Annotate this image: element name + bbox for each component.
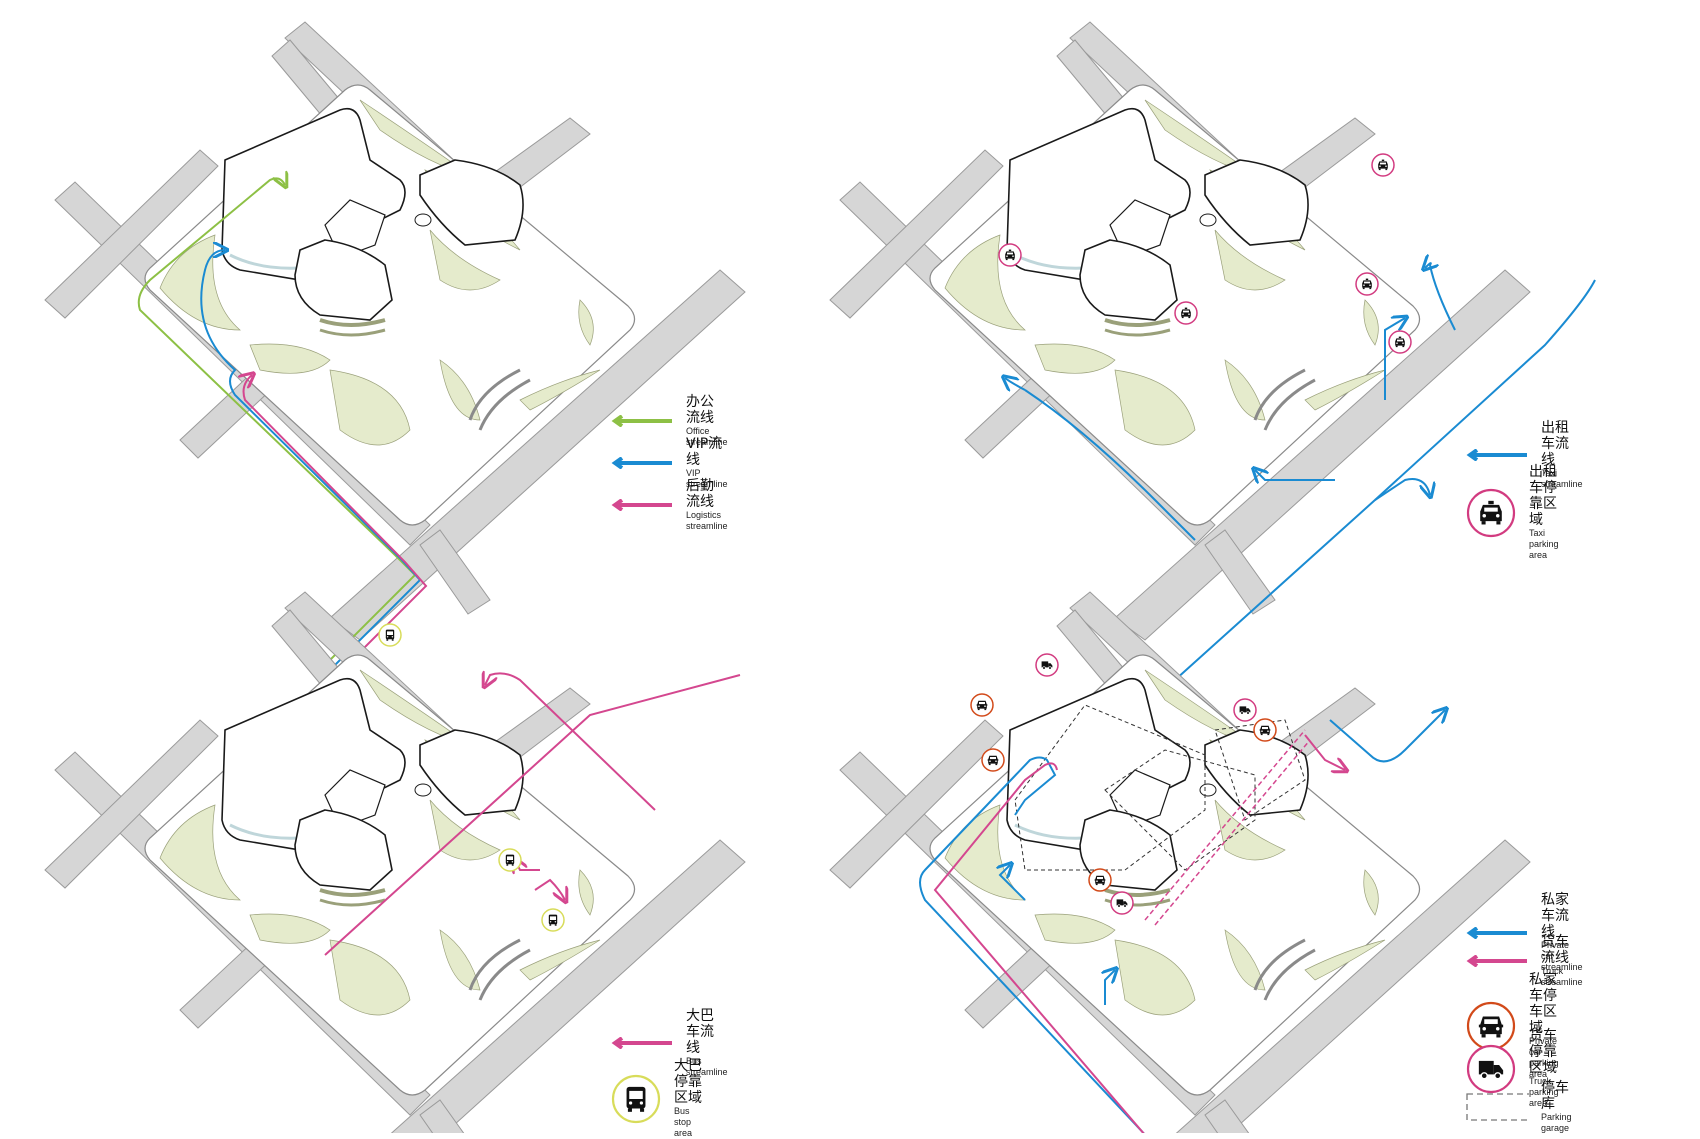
car-parking-marker (1253, 718, 1277, 742)
truck-icon (1466, 1044, 1516, 1093)
truck-parking-marker (1233, 698, 1257, 722)
legend-label-en: Logistics streamline (686, 510, 728, 531)
taxi-icon (1466, 488, 1516, 537)
legend-label-zh: 大巴停靠区域 (674, 1058, 702, 1106)
bus-stop-markers (378, 623, 565, 932)
arrow-left-icon (1466, 926, 1527, 939)
arrow-left-icon (1466, 955, 1527, 967)
legend-label-zh: 大巴车流线 (686, 1008, 714, 1056)
site-plan (43, 20, 747, 642)
legend-label-en: Private car parking area (1529, 1036, 1559, 1079)
truck-underground-route (1144, 729, 1306, 921)
site-plan (828, 590, 1532, 1133)
arrow-left-icon (611, 415, 672, 427)
panel-private-truck (828, 590, 1532, 1133)
logistics-streamline (244, 375, 428, 687)
legend-label-en: Taxi parking area (1529, 528, 1559, 560)
legend-label-zh: 出租车流线 (1541, 420, 1569, 468)
legend-label-zh: 出租车停靠区域 (1529, 464, 1557, 528)
legend-label-zh: 私家车流线 (1541, 892, 1569, 940)
legend-label-en: Bus stop area (674, 1106, 693, 1138)
legend-label-en: Truck parking area (1529, 1076, 1559, 1108)
arrow-left-icon (611, 499, 672, 511)
parking-markers (970, 653, 1277, 915)
car-parking-marker (981, 748, 1005, 772)
arrow-left-icon (1466, 449, 1527, 461)
legend-label-zh: 货车流线 (1541, 934, 1569, 966)
site-plan (828, 20, 1532, 642)
legend-label-zh: 私家车停车区域 (1529, 972, 1557, 1036)
legend-label-en: Truck streamline (1541, 966, 1583, 987)
legend-label-en: Taxi streamline (1541, 468, 1583, 489)
panel-bus (43, 590, 747, 1133)
legend-label-en: Private car streamline (1541, 940, 1583, 972)
bus-streamline-main (324, 674, 741, 956)
taxi-streamline-main (1174, 279, 1596, 681)
arrow-left-icon (611, 1037, 672, 1049)
legend-label-en: Parking garage (1541, 1112, 1572, 1133)
legend-label-zh: 货车停靠区域 (1529, 1028, 1557, 1076)
private-car-streamline (919, 756, 1145, 1133)
office-streamline (137, 178, 417, 676)
vip-streamline (200, 250, 422, 681)
bus-icon (611, 1074, 661, 1123)
legend-label-en: Office streamline (686, 426, 728, 447)
arrow-left-icon (611, 457, 672, 469)
legend-label-zh: VIP流线 (686, 436, 723, 468)
legend-label-en: VIP streamline (686, 468, 728, 489)
car-parking-marker (970, 693, 994, 717)
car-parking-marker (1088, 868, 1112, 892)
parking-garage-outline (1014, 704, 1306, 871)
truck-parking-marker (1110, 891, 1134, 915)
panel-office-vip-logistics (43, 20, 747, 687)
legend-label-zh: 后勤流线 (686, 478, 714, 510)
panel-taxi (828, 20, 1596, 681)
taxi-stop-markers (998, 153, 1412, 354)
dashed-box-icon (1466, 1093, 1529, 1121)
legend-label-en: Bus streamline (686, 1056, 728, 1077)
legend-label-zh: 办公流线 (686, 394, 714, 426)
truck-streamline (933, 762, 1145, 1133)
legend-label-zh: 停车库 (1541, 1080, 1569, 1112)
truck-parking-marker (1035, 653, 1059, 677)
